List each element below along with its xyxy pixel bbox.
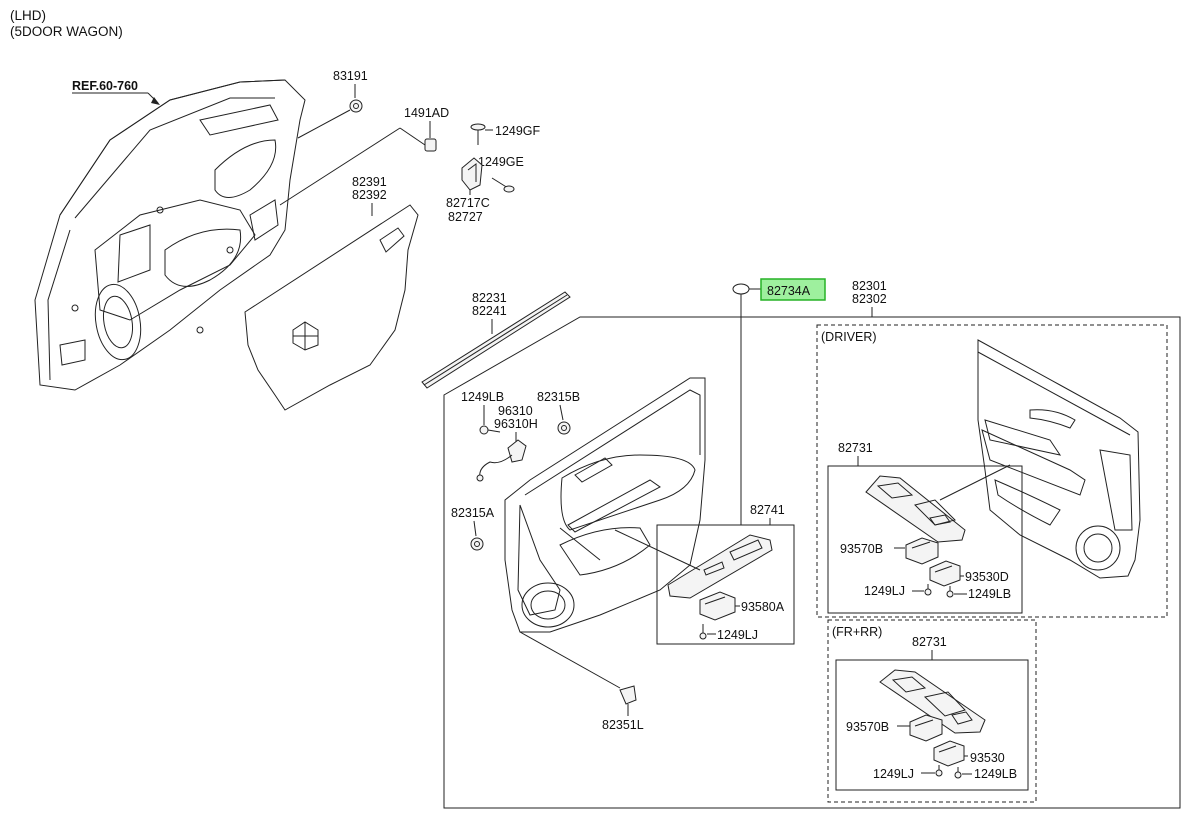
switch-panel-82741[interactable] [667,534,773,599]
cap-82351l[interactable] [619,685,637,705]
label-82392[interactable]: 82392 [352,188,387,202]
sealing-sheet-82391[interactable] [244,204,419,411]
label-82741[interactable]: 82741 [750,503,785,517]
door-trim-panel-center[interactable] [504,377,706,633]
label-82231[interactable]: 82231 [472,291,507,305]
weatherstrip-82231[interactable] [421,291,571,389]
clip-1491ad[interactable] [424,138,437,152]
switch-panel-82731-fr-rr[interactable] [879,669,986,734]
switch-93580a[interactable] [699,591,736,621]
label-82301[interactable]: 82301 [852,279,887,293]
screw-1249gf[interactable] [470,123,486,145]
screw-1249lj-c[interactable] [935,765,943,777]
label-93530d[interactable]: 93530D [965,570,1009,584]
screw-1249lb-b[interactable] [946,586,954,598]
label-93530[interactable]: 93530 [970,751,1005,765]
box-fr-rr [827,619,1037,803]
door-trim-panel-driver[interactable] [977,339,1141,579]
clip-82315b[interactable] [557,421,571,435]
box-82731-fr-rr [835,659,1029,791]
assembly-82301-box [443,316,1181,809]
door-inner-frame[interactable] [34,79,306,391]
label-1249gf[interactable]: 1249GF [495,124,541,138]
label-82731-b[interactable]: 82731 [912,635,947,649]
label-82731-a[interactable]: 82731 [838,441,873,455]
speaker-harness-96310[interactable] [476,439,527,482]
label-driver: (DRIVER) [821,330,877,344]
screw-1249ge[interactable] [491,177,515,193]
label-1249lj-c[interactable]: 1249LJ [873,767,914,781]
switch-93570b-b[interactable] [909,714,943,742]
label-83191[interactable]: 83191 [333,69,368,83]
bracket-82717c[interactable] [461,157,483,191]
screw-1249lb-c[interactable] [954,767,962,779]
label-93580a[interactable]: 93580A [741,600,785,614]
screw-1249lb-a[interactable] [479,425,501,435]
box-82741 [656,524,795,645]
switch-93530[interactable] [933,740,965,767]
label-96310[interactable]: 96310 [498,404,533,418]
screw-1249lj-b[interactable] [924,584,932,596]
label-1249lb-b[interactable]: 1249LB [968,587,1011,601]
screw-1249lj-a[interactable] [699,624,707,640]
label-1249lj-a[interactable]: 1249LJ [717,628,758,642]
label-1491ad[interactable]: 1491AD [404,106,449,120]
switch-93530d[interactable] [929,560,961,587]
box-driver [816,324,1168,618]
switch-panel-82731-driver[interactable] [865,475,966,543]
label-1249ge[interactable]: 1249GE [478,155,524,169]
label-82315b[interactable]: 82315B [537,390,580,404]
label-82315a[interactable]: 82315A [451,506,495,520]
switch-93570b-a[interactable] [905,537,939,565]
label-96310h[interactable]: 96310H [494,417,538,431]
box-82731-driver [827,465,1023,614]
label-82241[interactable]: 82241 [472,304,507,318]
cap-82734a[interactable] [732,283,750,295]
header-body-type: (5DOOR WAGON) [10,24,123,39]
label-82302[interactable]: 82302 [852,292,887,306]
label-1249lj-b[interactable]: 1249LJ [864,584,905,598]
label-82734a[interactable]: 82734A [767,284,811,298]
label-82717c[interactable]: 82717C [446,196,490,210]
clip-82315a[interactable] [470,537,484,551]
label-1249lb-a[interactable]: 1249LB [461,390,504,404]
highlight-82734a[interactable] [760,278,826,301]
label-93570b-a[interactable]: 93570B [840,542,883,556]
grommet-83191[interactable] [349,99,363,113]
label-1249lb-c[interactable]: 1249LB [974,767,1017,781]
label-93570b-b[interactable]: 93570B [846,720,889,734]
label-82391[interactable]: 82391 [352,175,387,189]
label-82351l[interactable]: 82351L [602,718,644,732]
label-82727[interactable]: 82727 [448,210,483,224]
ref-label[interactable]: REF.60-760 [72,79,138,93]
label-fr-rr: (FR+RR) [832,625,882,639]
header-lhd: (LHD) [10,8,46,23]
